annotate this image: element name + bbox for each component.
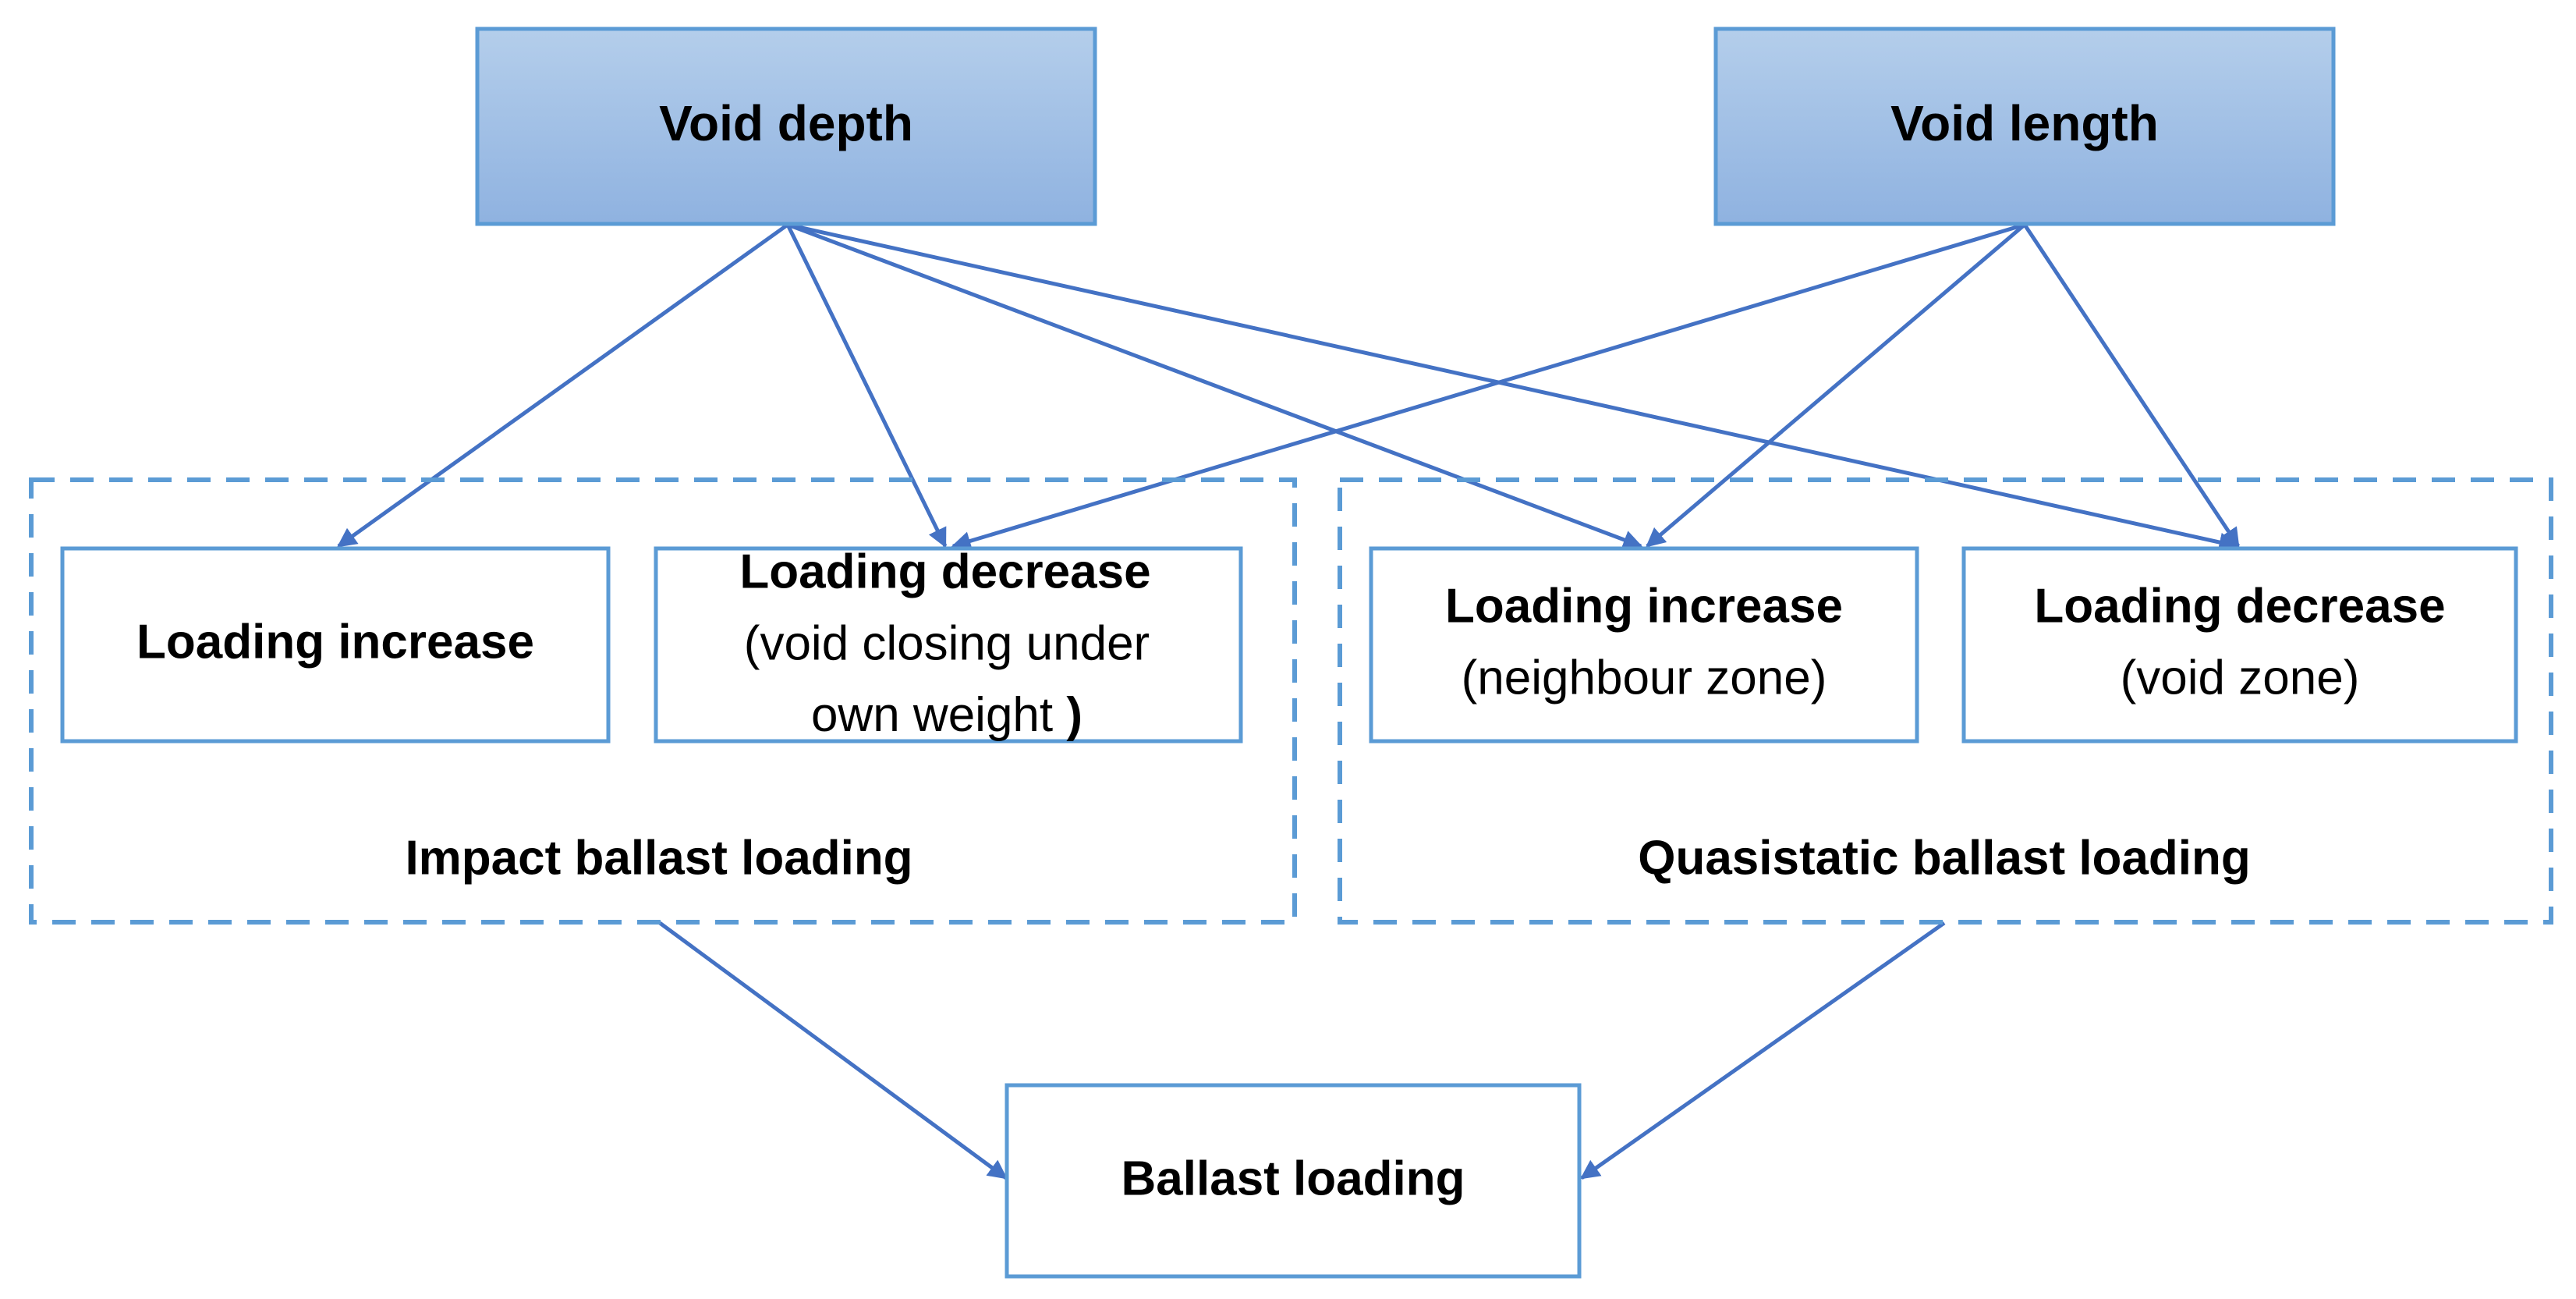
impact-decrease-subtitle-text: own weight <box>811 688 1066 742</box>
impact-increase-title: Loading increase <box>136 615 534 669</box>
impact-decrease-subtitle-line2: own weight ) <box>811 688 1082 742</box>
group-quasistatic-ballast-loading: Quasistatic ballast loading <box>1338 477 2553 925</box>
edge-void-length-to-quasi-increase <box>1646 223 2026 548</box>
node-ballast-loading: Ballast loading <box>1005 1083 1582 1279</box>
edge-quasistatic-to-ballast-loading <box>1579 921 1946 1180</box>
edge-void-depth-to-impact-increase <box>336 222 789 548</box>
quasi-decrease-title: Loading decrease <box>2034 579 2445 633</box>
impact-group-label: Impact ballast loading <box>405 831 912 885</box>
node-quasi-loading-increase: Loading increase (neighbour zone) <box>1369 546 1919 744</box>
node-impact-loading-decrease: Loading decrease (void closing under own… <box>654 545 1243 744</box>
void-depth-label: Void depth <box>659 95 913 151</box>
ballast-loading-label: Ballast loading <box>1121 1152 1465 1205</box>
void-length-label: Void length <box>1890 95 2159 151</box>
edge-void-depth-to-quasi-decrease <box>787 222 2239 552</box>
node-quasi-loading-decrease: Loading decrease (void zone) <box>1961 546 2518 744</box>
edges <box>336 222 2241 1180</box>
quasi-increase-subtitle: (neighbour zone) <box>1462 651 1827 705</box>
node-void-length: Void length <box>1713 27 2336 226</box>
node-impact-loading-increase: Loading increase <box>60 546 611 744</box>
edge-void-depth-to-quasi-increase <box>787 222 1643 549</box>
impact-decrease-title: Loading decrease <box>739 545 1150 598</box>
node-void-depth: Void depth <box>475 27 1097 226</box>
group-impact-ballast-loading: Impact ballast loading <box>29 477 1297 925</box>
edge-impact-to-ballast-loading <box>658 921 1008 1180</box>
edge-void-length-to-impact-decrease <box>951 222 2025 551</box>
quasi-increase-title: Loading increase <box>1445 579 1843 633</box>
quasi-decrease-subtitle: (void zone) <box>2121 651 2360 705</box>
edge-void-depth-to-impact-decrease <box>785 223 948 548</box>
impact-decrease-subtitle-line1: (void closing under <box>744 616 1150 670</box>
impact-decrease-closing-paren: ) <box>1066 688 1082 742</box>
edge-void-length-to-quasi-decrease <box>2022 223 2241 548</box>
quasistatic-group-label: Quasistatic ballast loading <box>1638 831 2251 885</box>
